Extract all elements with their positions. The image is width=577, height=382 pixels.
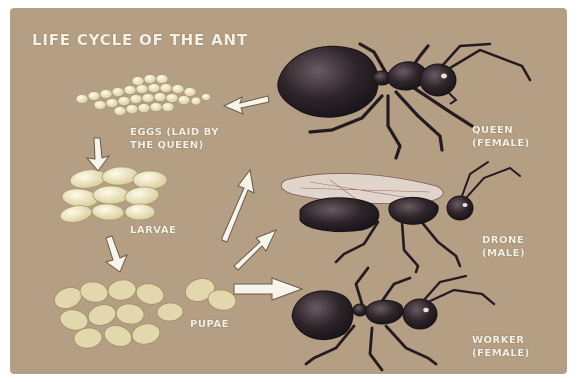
diagram-title: LIFE CYCLE OF THE ANT	[32, 34, 248, 47]
illustration-artwork	[10, 8, 567, 374]
eggs-label-line1: EGGS (LAID BY	[130, 126, 219, 139]
drone-label-line1: DRONE	[482, 234, 525, 247]
queen-label-line1: QUEEN	[472, 124, 530, 137]
queen-label-line2: (FEMALE)	[472, 137, 530, 150]
drone-label: DRONE (MALE)	[482, 234, 525, 260]
larvae-label: LARVAE	[130, 224, 176, 237]
pupae-label: PUPAE	[190, 318, 229, 331]
worker-label-line1: WORKER	[472, 334, 530, 347]
queen-label: QUEEN (FEMALE)	[472, 124, 530, 150]
worker-label: WORKER (FEMALE)	[472, 334, 530, 360]
life-cycle-illustration: LIFE CYCLE OF THE ANT EGGS (LAID BY THE …	[10, 8, 567, 374]
larvae-cluster	[59, 166, 167, 225]
worker-label-line2: (FEMALE)	[472, 347, 530, 360]
eggs-label: EGGS (LAID BY THE QUEEN)	[130, 126, 219, 152]
eggs-label-line2: THE QUEEN)	[130, 139, 219, 152]
drone-label-line2: (MALE)	[482, 247, 525, 260]
